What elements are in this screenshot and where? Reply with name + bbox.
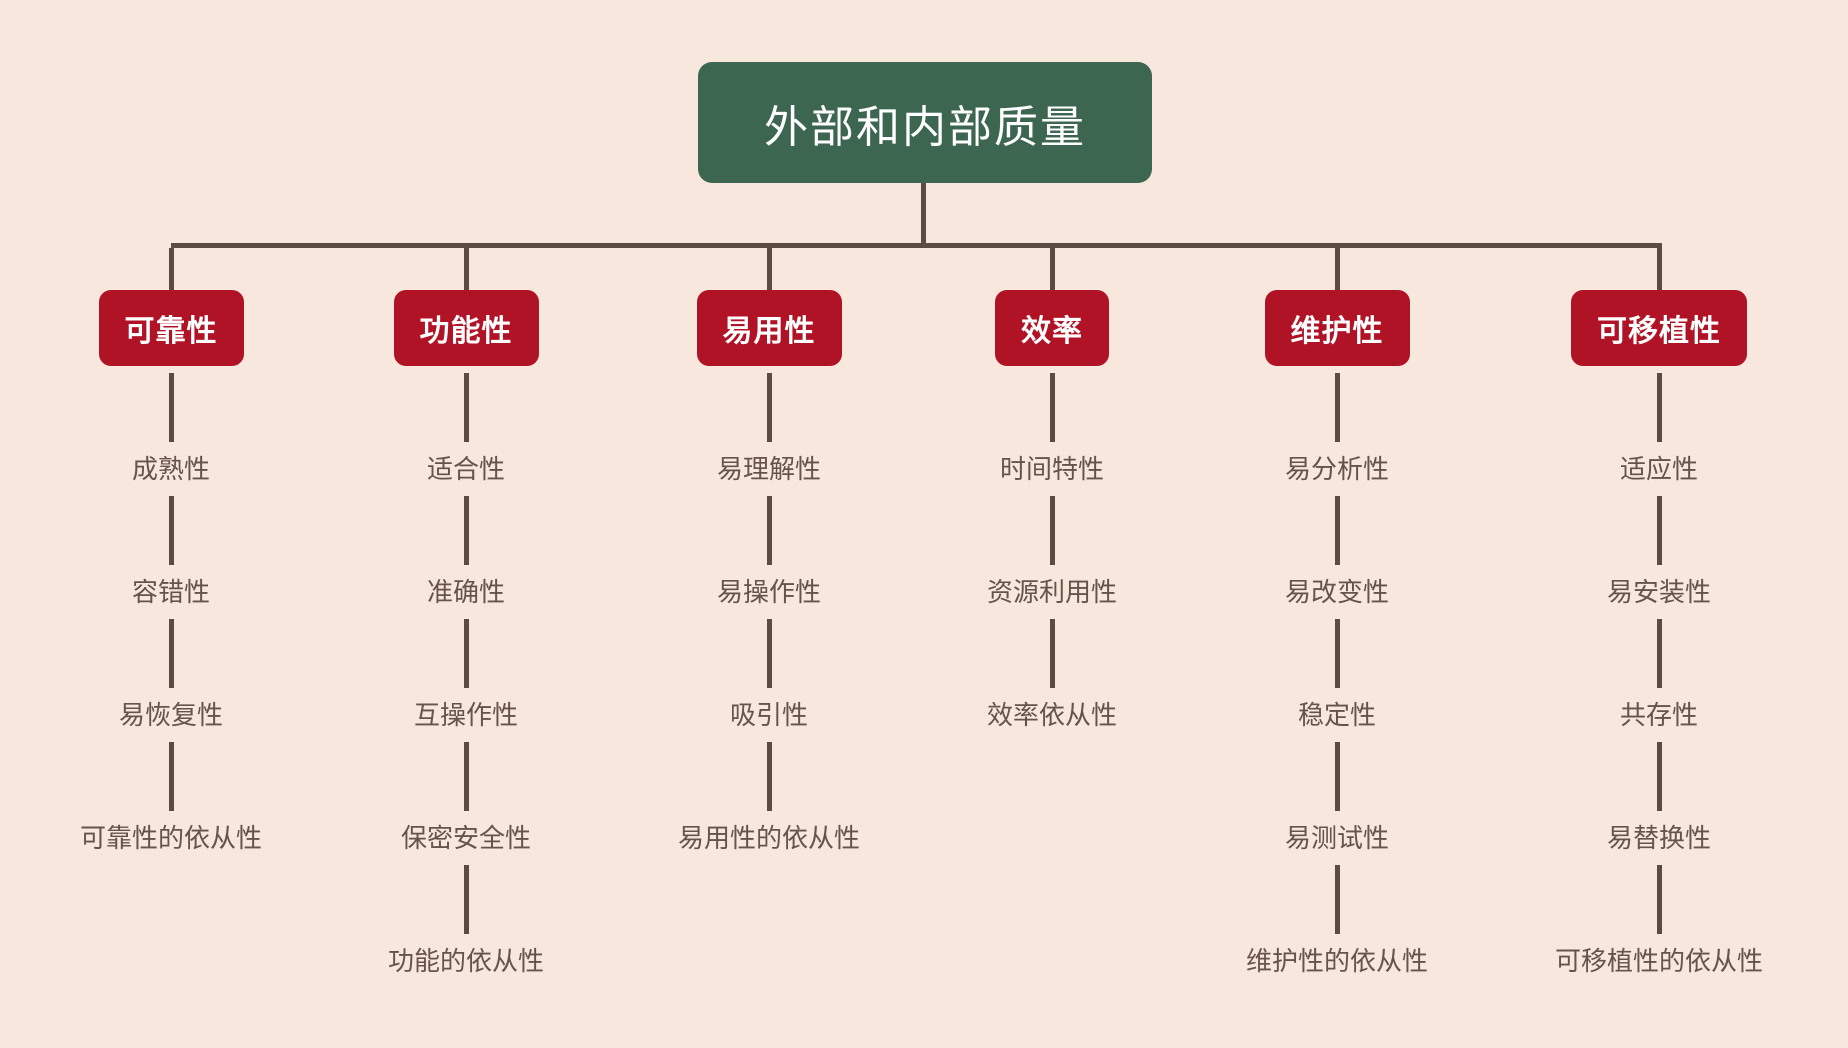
leaf-node: 功能的依从性	[387, 946, 544, 976]
leaf-node: 易改变性	[1284, 577, 1389, 607]
leaf-connector-line	[463, 619, 469, 688]
leaf-node: 成熟性	[131, 454, 210, 484]
root-node: 外部和内部质量	[698, 62, 1152, 183]
leaf-connector-line	[1049, 373, 1055, 442]
branch-node-label: 可靠性	[124, 315, 218, 348]
leaf-connector-line	[1334, 865, 1340, 934]
leaf-connector-line	[1334, 742, 1340, 811]
leaf-node: 易测试性	[1284, 823, 1389, 853]
branch-column-usability: 易用性 易理解性 易操作性 吸引性 易用性的依从性	[629, 248, 909, 858]
leaf-node: 适合性	[426, 454, 505, 484]
leaf-connector-line	[1334, 619, 1340, 688]
leaf-node: 共存性	[1619, 700, 1698, 730]
branch-node-usability: 易用性	[696, 290, 842, 366]
leaf-connector-line	[1656, 373, 1662, 442]
leaf-connector-line	[168, 373, 174, 442]
leaf-connector-line	[1656, 619, 1662, 688]
leaf-connector-line	[1656, 742, 1662, 811]
branch-node-portability: 可移植性	[1571, 290, 1747, 366]
leaf-connector-line	[1334, 496, 1340, 565]
leaf-connector-line	[766, 619, 772, 688]
leaf-node: 准确性	[426, 577, 505, 607]
leaf-node: 易分析性	[1284, 454, 1389, 484]
branch-drop-line	[1656, 248, 1662, 290]
leaf-node: 容错性	[131, 577, 210, 607]
branch-drop-line	[168, 248, 174, 290]
branch-node-label: 功能性	[419, 315, 513, 348]
root-node-label: 外部和内部质量	[764, 102, 1086, 152]
leaf-node: 可移植性的依从性	[1554, 946, 1763, 976]
branch-drop-line	[766, 248, 772, 290]
branch-node-label: 维护性	[1290, 315, 1384, 348]
branch-node-label: 可移植性	[1597, 315, 1721, 348]
leaf-connector-line	[1656, 865, 1662, 934]
leaf-connector-line	[1049, 619, 1055, 688]
leaf-node: 易用性的依从性	[677, 823, 860, 853]
branch-node-functionality: 功能性	[393, 290, 539, 366]
leaf-node: 适应性	[1619, 454, 1698, 484]
branch-drop-line	[463, 248, 469, 290]
leaf-node: 吸引性	[729, 700, 808, 730]
leaf-connector-line	[766, 496, 772, 565]
leaf-connector-line	[168, 742, 174, 811]
leaf-connector-line	[1656, 496, 1662, 565]
leaf-connector-line	[463, 496, 469, 565]
branch-column-reliability: 可靠性 成熟性 容错性 易恢复性 可靠性的依从性	[31, 248, 311, 858]
leaf-connector-line	[1334, 373, 1340, 442]
leaf-connector-line	[463, 742, 469, 811]
branch-column-efficiency: 效率 时间特性 资源利用性 效率依从性	[912, 248, 1192, 735]
leaf-connector-line	[463, 373, 469, 442]
branch-node-label: 效率	[1021, 315, 1083, 348]
leaf-connector-line	[168, 496, 174, 565]
leaf-node: 维护性的依从性	[1245, 946, 1428, 976]
leaf-node: 可靠性的依从性	[79, 823, 262, 853]
leaf-node: 互操作性	[413, 700, 518, 730]
branch-column-functionality: 功能性 适合性 准确性 互操作性 保密安全性 功能的依从性	[326, 248, 606, 981]
leaf-connector-line	[1049, 496, 1055, 565]
branch-node-efficiency: 效率	[995, 290, 1109, 366]
branch-node-maintainability: 维护性	[1264, 290, 1410, 366]
branch-drop-line	[1334, 248, 1340, 290]
leaf-connector-line	[463, 865, 469, 934]
leaf-node: 时间特性	[999, 454, 1104, 484]
leaf-node: 保密安全性	[400, 823, 531, 853]
leaf-node: 效率依从性	[986, 700, 1117, 730]
leaf-node: 易安装性	[1606, 577, 1711, 607]
branch-column-portability: 可移植性 适应性 易安装性 共存性 易替换性 可移植性的依从性	[1519, 248, 1799, 981]
branch-bar-line	[171, 243, 1662, 248]
branch-node-reliability: 可靠性	[98, 290, 244, 366]
trunk-line	[921, 183, 926, 244]
leaf-connector-line	[766, 742, 772, 811]
leaf-node: 资源利用性	[986, 577, 1117, 607]
leaf-node: 易替换性	[1606, 823, 1711, 853]
leaf-node: 易操作性	[716, 577, 821, 607]
leaf-connector-line	[766, 373, 772, 442]
leaf-node: 稳定性	[1297, 700, 1376, 730]
leaf-node: 易恢复性	[118, 700, 223, 730]
leaf-connector-line	[168, 619, 174, 688]
branch-node-label: 易用性	[722, 315, 816, 348]
branch-drop-line	[1049, 248, 1055, 290]
branch-column-maintainability: 维护性 易分析性 易改变性 稳定性 易测试性 维护性的依从性	[1197, 248, 1477, 981]
leaf-node: 易理解性	[716, 454, 821, 484]
